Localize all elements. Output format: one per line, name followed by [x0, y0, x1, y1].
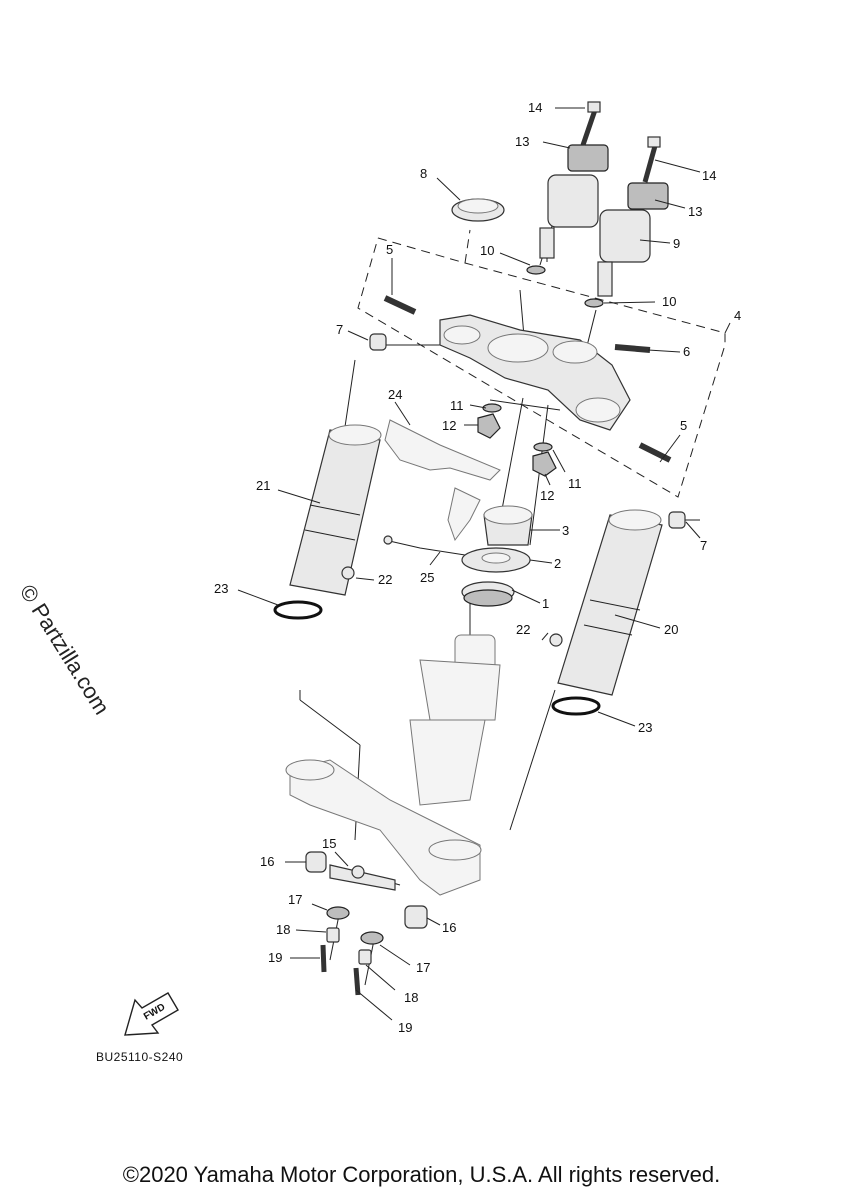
handlebar-holder-right	[597, 182, 669, 297]
bearing-1	[461, 581, 515, 607]
callout-15: 15	[322, 836, 336, 851]
bracket-24	[384, 419, 501, 542]
bearing-cover-3	[483, 505, 533, 546]
callout-6: 6	[683, 344, 690, 359]
callout-22-right: 22	[516, 622, 530, 637]
washers-10	[526, 265, 604, 308]
clamp-25	[383, 535, 466, 556]
callout-3: 3	[562, 523, 569, 538]
callout-11-left: 11	[450, 398, 464, 413]
handlebar-holder-left	[539, 144, 609, 262]
bolt-22-left	[341, 566, 355, 580]
callout-4: 4	[734, 308, 741, 323]
upper-bracket-4	[439, 314, 631, 431]
callout-18-right: 18	[404, 990, 418, 1005]
callout-17-left: 17	[288, 892, 302, 907]
callout-7-right: 7	[700, 538, 707, 553]
cap-8	[451, 198, 505, 222]
callout-labels: 1 2 3 4 5 5 6 7 7 8 9 10 10 11 11 12 12 …	[214, 100, 741, 1035]
callout-16-left: 16	[260, 854, 274, 869]
callout-17-right: 17	[416, 960, 430, 975]
leader-lines	[237, 107, 731, 1021]
callout-10-right: 10	[662, 294, 676, 309]
o-ring-23-left	[273, 600, 323, 620]
copyright-notice: ©2020 Yamaha Motor Corporation, U.S.A. A…	[122, 1162, 721, 1187]
bearing-washer-2	[461, 547, 531, 573]
callout-12-left: 12	[442, 418, 456, 433]
callout-21: 21	[256, 478, 270, 493]
callout-7-left: 7	[336, 322, 343, 337]
grommets-17-18	[326, 906, 384, 965]
collars-7	[369, 333, 686, 529]
callout-13-right: 13	[688, 204, 702, 219]
callout-20: 20	[664, 622, 678, 637]
callout-13-top: 13	[515, 134, 529, 149]
assembly-outline	[357, 229, 726, 498]
fork-tube-21	[289, 424, 382, 596]
fork-tube-20	[557, 509, 663, 696]
callout-24: 24	[388, 387, 402, 402]
diagram-code: BU25110-S240	[96, 1050, 184, 1064]
callout-1: 1	[542, 596, 549, 611]
callout-16-right: 16	[442, 920, 456, 935]
fwd-arrow-icon: FWD	[124, 992, 179, 1036]
callout-18-left: 18	[276, 922, 290, 937]
callout-11-right: 11	[568, 476, 582, 491]
callout-25: 25	[420, 570, 434, 585]
bolt-22-right	[549, 633, 563, 647]
callout-12-right: 12	[540, 488, 554, 503]
under-bracket-stem	[285, 634, 501, 896]
callout-5-top: 5	[386, 242, 393, 257]
washers-11-nuts-12	[477, 403, 557, 477]
o-ring-23-right	[551, 696, 601, 716]
callout-14-right: 14	[702, 168, 716, 183]
callout-23-right: 23	[638, 720, 652, 735]
callout-9: 9	[673, 236, 680, 251]
holder-bolts	[580, 101, 661, 183]
screws-19	[320, 944, 361, 996]
collars-16	[305, 851, 428, 929]
callout-2: 2	[554, 556, 561, 571]
callout-8: 8	[420, 166, 427, 181]
callout-19-left: 19	[268, 950, 282, 965]
callout-23-left: 23	[214, 581, 228, 596]
callout-5-right: 5	[680, 418, 687, 433]
callout-14-top: 14	[528, 100, 542, 115]
cable-guide-15	[329, 864, 396, 891]
callout-22-left: 22	[378, 572, 392, 587]
callout-10-top: 10	[480, 243, 494, 258]
bolts-5-6	[383, 295, 672, 463]
callout-19-right: 19	[398, 1020, 412, 1035]
